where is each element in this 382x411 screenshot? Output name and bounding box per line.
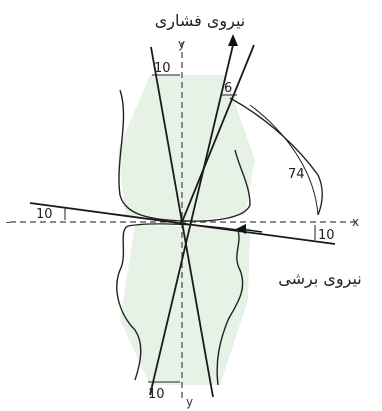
angle-bottom-label: 10: [148, 387, 165, 402]
compressive-force-label: نیروی فشاری: [155, 11, 246, 31]
angle-top-left-label: 10: [154, 61, 171, 76]
upper-bone-outline: [118, 89, 251, 222]
axis-x-left-label: -: [6, 215, 10, 229]
shear-force-line: [29, 202, 336, 245]
shear-force-label: نیروی برشی: [278, 269, 361, 289]
upper-bone-arc: [229, 97, 323, 216]
lower-bone-outline-left: [116, 225, 142, 381]
axis-y-bottom-label: y: [186, 395, 193, 409]
axis-y-top-label: y: [178, 37, 185, 51]
lower-bone-top: [127, 223, 239, 231]
lower-bone-outline-right: [216, 229, 244, 386]
angle-large-arc: [249, 104, 319, 216]
angle-right-label: 10: [318, 228, 335, 243]
shear-arrow-head: [236, 224, 246, 234]
angle-left-label: 10: [36, 207, 53, 222]
angle-top-small-label: 6: [224, 81, 232, 96]
compressive-arrow-head: [228, 34, 238, 46]
upper-shading: [118, 75, 255, 222]
axis-x-right-label: x: [352, 215, 359, 229]
angle-large-label: 74: [288, 167, 305, 182]
lower-shading: [120, 225, 250, 385]
compressive-force-line: [149, 44, 234, 396]
line-22-deg: [181, 44, 255, 223]
